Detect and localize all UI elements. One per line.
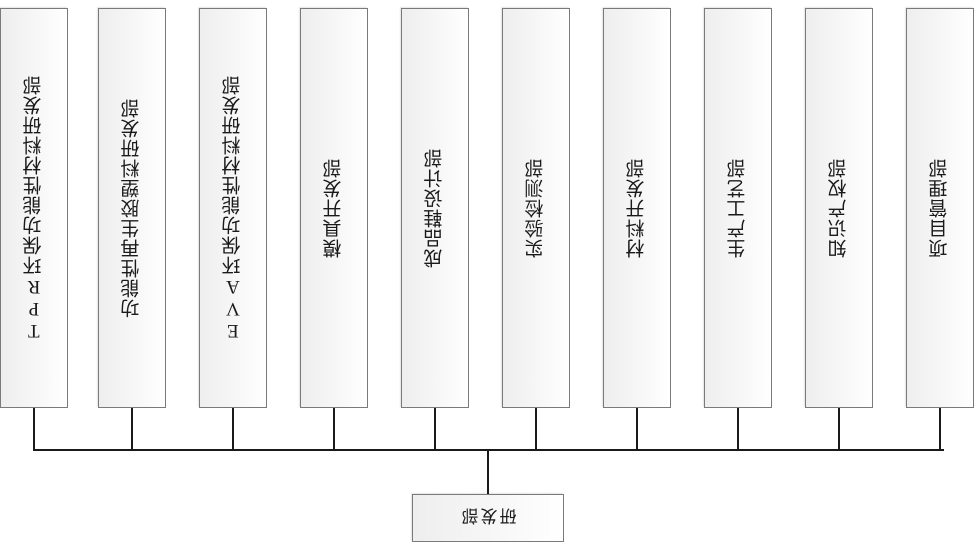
node-label: EVA环保功能性材料研发部 — [222, 75, 244, 341]
node-production-process[interactable]: 生产工艺部 — [704, 8, 772, 408]
node-label: TPR环保功能性材料研发部 — [23, 75, 45, 341]
node-label: 生产工艺部 — [727, 158, 749, 258]
node-finished-shoe-design[interactable]: 成品鞋设计部 — [401, 8, 469, 408]
connector-drop-4 — [636, 407, 638, 451]
node-lab-testing[interactable]: 实验检测部 — [502, 8, 570, 408]
connector-horizontal-bus — [34, 449, 944, 451]
node-label: 材料开发部 — [626, 158, 648, 258]
node-tpr-material-rd[interactable]: TPR环保功能性材料研发部 — [0, 8, 68, 408]
node-intellectual-property[interactable]: 知识产权部 — [805, 8, 873, 408]
node-label: 成品鞋设计部 — [424, 148, 446, 268]
node-label: 功能性再生胶塑料研发部 — [121, 98, 143, 318]
connector-drop-3 — [737, 407, 739, 451]
connector-drop-1 — [939, 407, 941, 451]
node-label: 实验检测部 — [525, 158, 547, 258]
node-label: 模具开发部 — [323, 158, 345, 258]
node-root-rd-department[interactable]: 研发部 — [412, 494, 564, 542]
connector-root-stem — [487, 450, 489, 494]
node-eva-material-rd[interactable]: EVA环保功能性材料研发部 — [199, 8, 267, 408]
node-label: 知识产权部 — [828, 158, 850, 258]
node-recycled-rubber-plastic-rd[interactable]: 功能性再生胶塑料研发部 — [98, 8, 166, 408]
node-label: 研发部 — [459, 506, 517, 526]
node-label: 项目管理部 — [929, 158, 951, 258]
node-material-development[interactable]: 材料开发部 — [603, 8, 671, 408]
connector-drop-10 — [33, 407, 35, 451]
connector-drop-8 — [232, 407, 234, 451]
connector-drop-5 — [535, 407, 537, 451]
connector-drop-9 — [131, 407, 133, 451]
node-mold-development[interactable]: 模具开发部 — [300, 8, 368, 408]
connector-drop-2 — [838, 407, 840, 451]
connector-drop-7 — [333, 407, 335, 451]
node-project-management[interactable]: 项目管理部 — [906, 8, 974, 408]
connector-drop-6 — [434, 407, 436, 451]
